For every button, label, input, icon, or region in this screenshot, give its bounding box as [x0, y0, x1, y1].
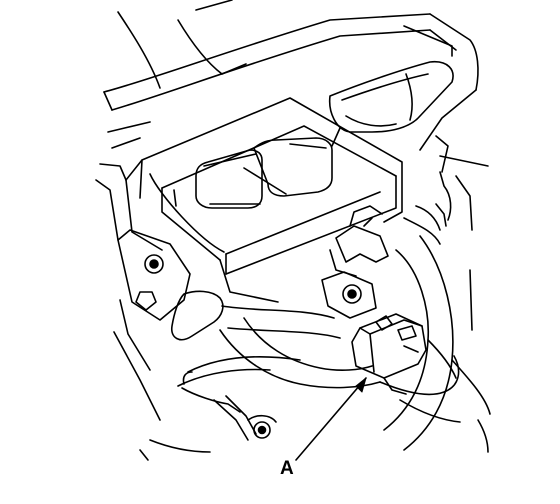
bolt-icon — [144, 254, 164, 274]
ground-terminal — [247, 414, 277, 439]
mounting-bracket-left — [113, 229, 191, 421]
bracket-bolt-center — [321, 271, 377, 319]
harness-connector-upper — [329, 205, 389, 277]
harness-connector-a — [351, 313, 427, 395]
switch-panel — [195, 137, 333, 209]
storage-pocket — [328, 60, 454, 147]
console-side-panel — [435, 135, 489, 453]
callout-leader-a — [295, 377, 367, 461]
bolt-icon — [253, 421, 271, 439]
control-module-body — [125, 97, 403, 303]
bolt-icon — [342, 284, 362, 304]
console-frame-left — [95, 163, 211, 461]
callout-label-a: A — [280, 458, 294, 479]
wiring-harness — [170, 205, 491, 451]
console-trim-panel — [103, 0, 479, 151]
